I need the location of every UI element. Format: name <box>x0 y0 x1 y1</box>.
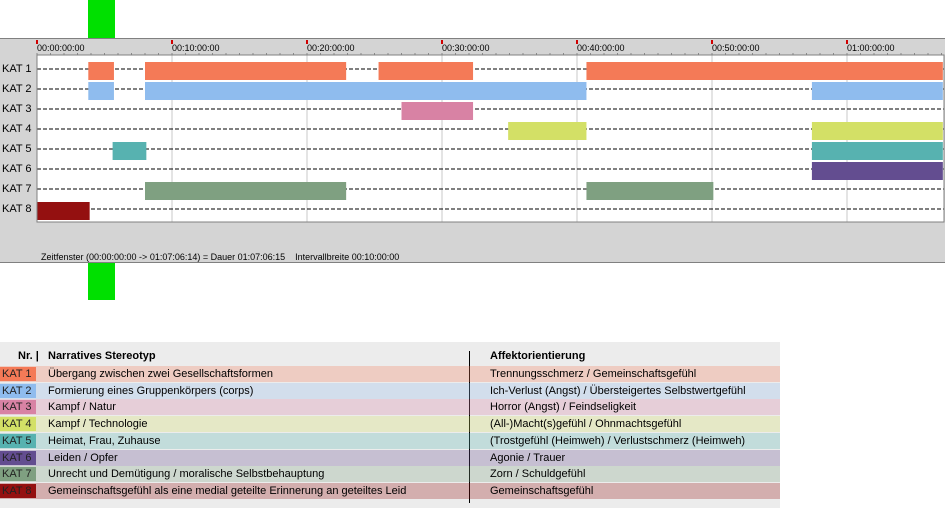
tick-header <box>37 39 944 55</box>
x-tick-label: 00:00:00:00 <box>37 43 85 53</box>
legend-affect: Trennungsschmerz / Gemeinschaftsgefühl <box>490 368 697 380</box>
status-bar-text: Zeitfenster (00:00:00:00 -> 01:07:06:14)… <box>41 252 399 262</box>
legend-header-narrative: Narratives Stereotyp <box>48 350 156 362</box>
legend-row-stripe <box>0 399 780 416</box>
legend-affect: Ich-Verlust (Angst) / Übersteigertes Sel… <box>490 384 746 397</box>
row-label: KAT 1 <box>2 63 32 75</box>
legend-narrative: Übergang zwischen zwei Gesellschaftsform… <box>48 368 273 380</box>
row-label: KAT 4 <box>2 123 32 135</box>
timeline-segment <box>586 62 943 80</box>
legend-affect: Zorn / Schuldgefühl <box>490 468 586 481</box>
timeline-segment <box>586 182 714 200</box>
timeline-segment <box>811 82 943 100</box>
legend-row-stripe <box>0 382 780 399</box>
row-label: KAT 6 <box>2 163 32 175</box>
plot-border <box>36 54 945 223</box>
legend-row-stripe <box>0 466 780 483</box>
x-tick-label: 00:10:00:00 <box>172 43 220 53</box>
row-label: KAT 8 <box>2 203 32 215</box>
legend-narrative: Formierung eines Gruppenkörpers (corps) <box>48 384 254 397</box>
timeline-segment <box>145 182 347 200</box>
row-label: KAT 7 <box>2 183 32 195</box>
legend-kat-swatch: KAT 2 <box>0 383 36 398</box>
timeline-segment <box>811 142 943 160</box>
legend-kat-swatch: KAT 8 <box>0 483 36 498</box>
timeline-segment <box>811 162 943 180</box>
legend-kat-swatch: KAT 5 <box>0 433 36 448</box>
legend-narrative: Leiden / Opfer <box>48 451 118 464</box>
legend-row-stripe <box>0 432 780 449</box>
legend-row: KAT 3 Kampf / Natur Horror (Angst) / Feind… <box>0 399 780 416</box>
legend-affect: Horror (Angst) / Feindseligkeit <box>490 401 637 414</box>
legend-header-affect: Affektorientierung <box>490 350 586 362</box>
x-tick-label: 00:30:00:00 <box>442 43 490 53</box>
legend-kat-swatch: KAT 4 <box>0 417 36 432</box>
legend-row: KAT 6 Leiden / Opfer Agonie / Trauer <box>0 449 780 466</box>
legend-row: KAT 2 Formierung eines Gruppenkörpers (co… <box>0 382 780 399</box>
legend-kat-swatch: KAT 3 <box>0 400 36 415</box>
legend-row-stripe <box>0 482 780 499</box>
legend-row-stripe <box>0 366 780 382</box>
timeline-segment <box>145 62 347 80</box>
timeline-segment <box>88 62 114 80</box>
timeline-segment <box>112 142 147 160</box>
timeline-chart: 00:00:00:00 00:10:00:00 00:20:00:00 00:30:0… <box>2 39 945 262</box>
timeline-segment <box>401 102 474 120</box>
legend-kat-swatch: KAT 7 <box>0 467 36 482</box>
legend-affect: (All-)Macht(s)gefühl / Ohnmachtsgefühl <box>490 418 682 431</box>
x-tick-label: 01:00:00:00 <box>847 43 895 53</box>
legend-affect: (Trostgefühl (Heimweh) / Verlustschmerz … <box>490 434 746 447</box>
legend-affect: Gemeinschaftsgefühl <box>490 484 594 497</box>
x-tick-label: 00:20:00:00 <box>307 43 355 53</box>
playhead-marker-top[interactable] <box>88 0 115 38</box>
legend-narrative: Kampf / Natur <box>48 401 116 414</box>
legend-affect: Agonie / Trauer <box>490 451 566 464</box>
legend-column-divider <box>469 351 470 503</box>
legend-row: KAT 7 Unrecht und Demütigung / moralische… <box>0 466 780 483</box>
legend-kat-swatch: KAT 1 <box>0 367 36 381</box>
legend-row: KAT 4 Kampf / Technologie (All-)Macht(s)ge… <box>0 416 780 433</box>
legend-row: KAT 5 Heimat, Frau, Zuhause (Trostgefühl (… <box>0 432 780 449</box>
legend-row-stripe <box>0 416 780 433</box>
timeline-panel: 00:00:00:00 00:10:00:00 00:20:00:00 00:30:0… <box>0 38 945 263</box>
timeline-segment <box>145 82 587 100</box>
legend-narrative: Unrecht und Demütigung / moralische Selb… <box>48 468 325 481</box>
timeline-segment <box>508 122 587 140</box>
legend-narrative: Heimat, Frau, Zuhause <box>48 434 161 447</box>
playhead-marker-bottom[interactable] <box>88 263 115 300</box>
row-label: KAT 2 <box>2 83 32 95</box>
row-label: KAT 5 <box>2 143 32 155</box>
legend-kat-swatch: KAT 6 <box>0 450 36 465</box>
timeline-segment <box>811 122 943 140</box>
x-tick-label: 00:50:00:00 <box>712 43 760 53</box>
x-tick-label: 00:40:00:00 <box>577 43 625 53</box>
legend-table: Nr. Narratives Stereotyp Affektorientier… <box>0 342 780 508</box>
timeline-segment <box>378 62 474 80</box>
legend-narrative: Kampf / Technologie <box>48 418 148 431</box>
legend-header-nr: Nr. <box>18 350 39 362</box>
timeline-segment <box>37 202 90 220</box>
timeline-segment <box>88 82 114 100</box>
legend-row: KAT 1 Übergang zwischen zwei Gesellschaft… <box>0 366 780 382</box>
legend-row-stripe <box>0 449 780 466</box>
legend-narrative: Gemeinschaftsgefühl als eine medial gete… <box>48 484 407 497</box>
row-label: KAT 3 <box>2 103 32 115</box>
legend-row: KAT 8 Gemeinschaftsgefühl als eine medial… <box>0 482 780 499</box>
